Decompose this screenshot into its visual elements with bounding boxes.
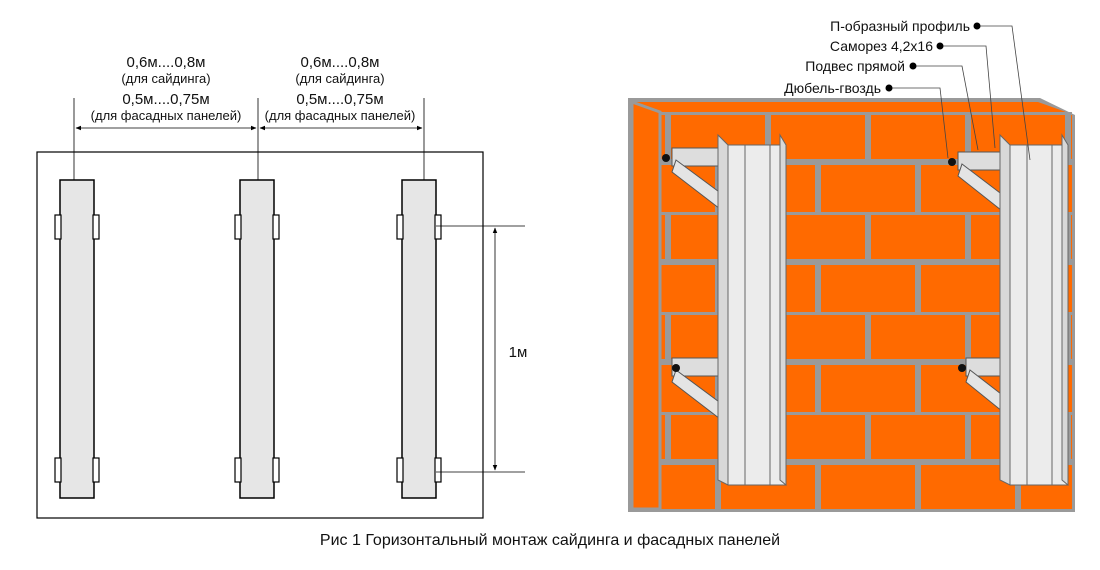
layout-scheme: 0,6м....0,8м (для сайдинга) 0,5м....0,75… xyxy=(36,54,528,519)
hanger-brackets xyxy=(54,214,442,483)
profile-1 xyxy=(59,179,95,499)
profile-3 xyxy=(401,179,437,499)
callout-lines xyxy=(889,25,1031,161)
spacing-panels-1: 0,5м....0,75м xyxy=(122,91,209,108)
hanger-bracket xyxy=(948,151,1013,215)
profile-2 xyxy=(239,179,275,499)
spacing-panels-2: 0,5м....0,75м xyxy=(296,91,383,108)
u-profile-right xyxy=(999,133,1069,487)
label-hanger: Подвес прямой xyxy=(805,58,905,74)
siding-label-1: (для сайдинга) xyxy=(121,71,210,86)
hangers xyxy=(662,147,1017,423)
figure-caption: Рис 1 Горизонтальный монтаж сайдинга и ф… xyxy=(320,532,780,549)
label-u-profile: П-образный профиль xyxy=(830,18,970,34)
label-dowel-nail: Дюбель-гвоздь xyxy=(784,80,881,96)
label-screw: Саморез 4,2х16 xyxy=(830,38,933,54)
spacing-siding-2: 0,6м....0,8м xyxy=(301,54,380,71)
brick-wall-illustration: П-образный профиль Саморез 4,2х16 Подвес… xyxy=(628,18,1075,512)
hanger-bracket xyxy=(662,147,731,213)
u-profile-left xyxy=(717,133,787,487)
panels-label-2: (для фасадных панелей) xyxy=(265,108,416,123)
spacing-siding-1: 0,6м....0,8м xyxy=(127,54,206,71)
dimension-lines xyxy=(73,98,525,473)
vertical-spacing: 1м xyxy=(509,344,528,361)
panels-label-1: (для фасадных панелей) xyxy=(91,108,242,123)
siding-label-2: (для сайдинга) xyxy=(295,71,384,86)
brick-wall xyxy=(632,112,1072,509)
